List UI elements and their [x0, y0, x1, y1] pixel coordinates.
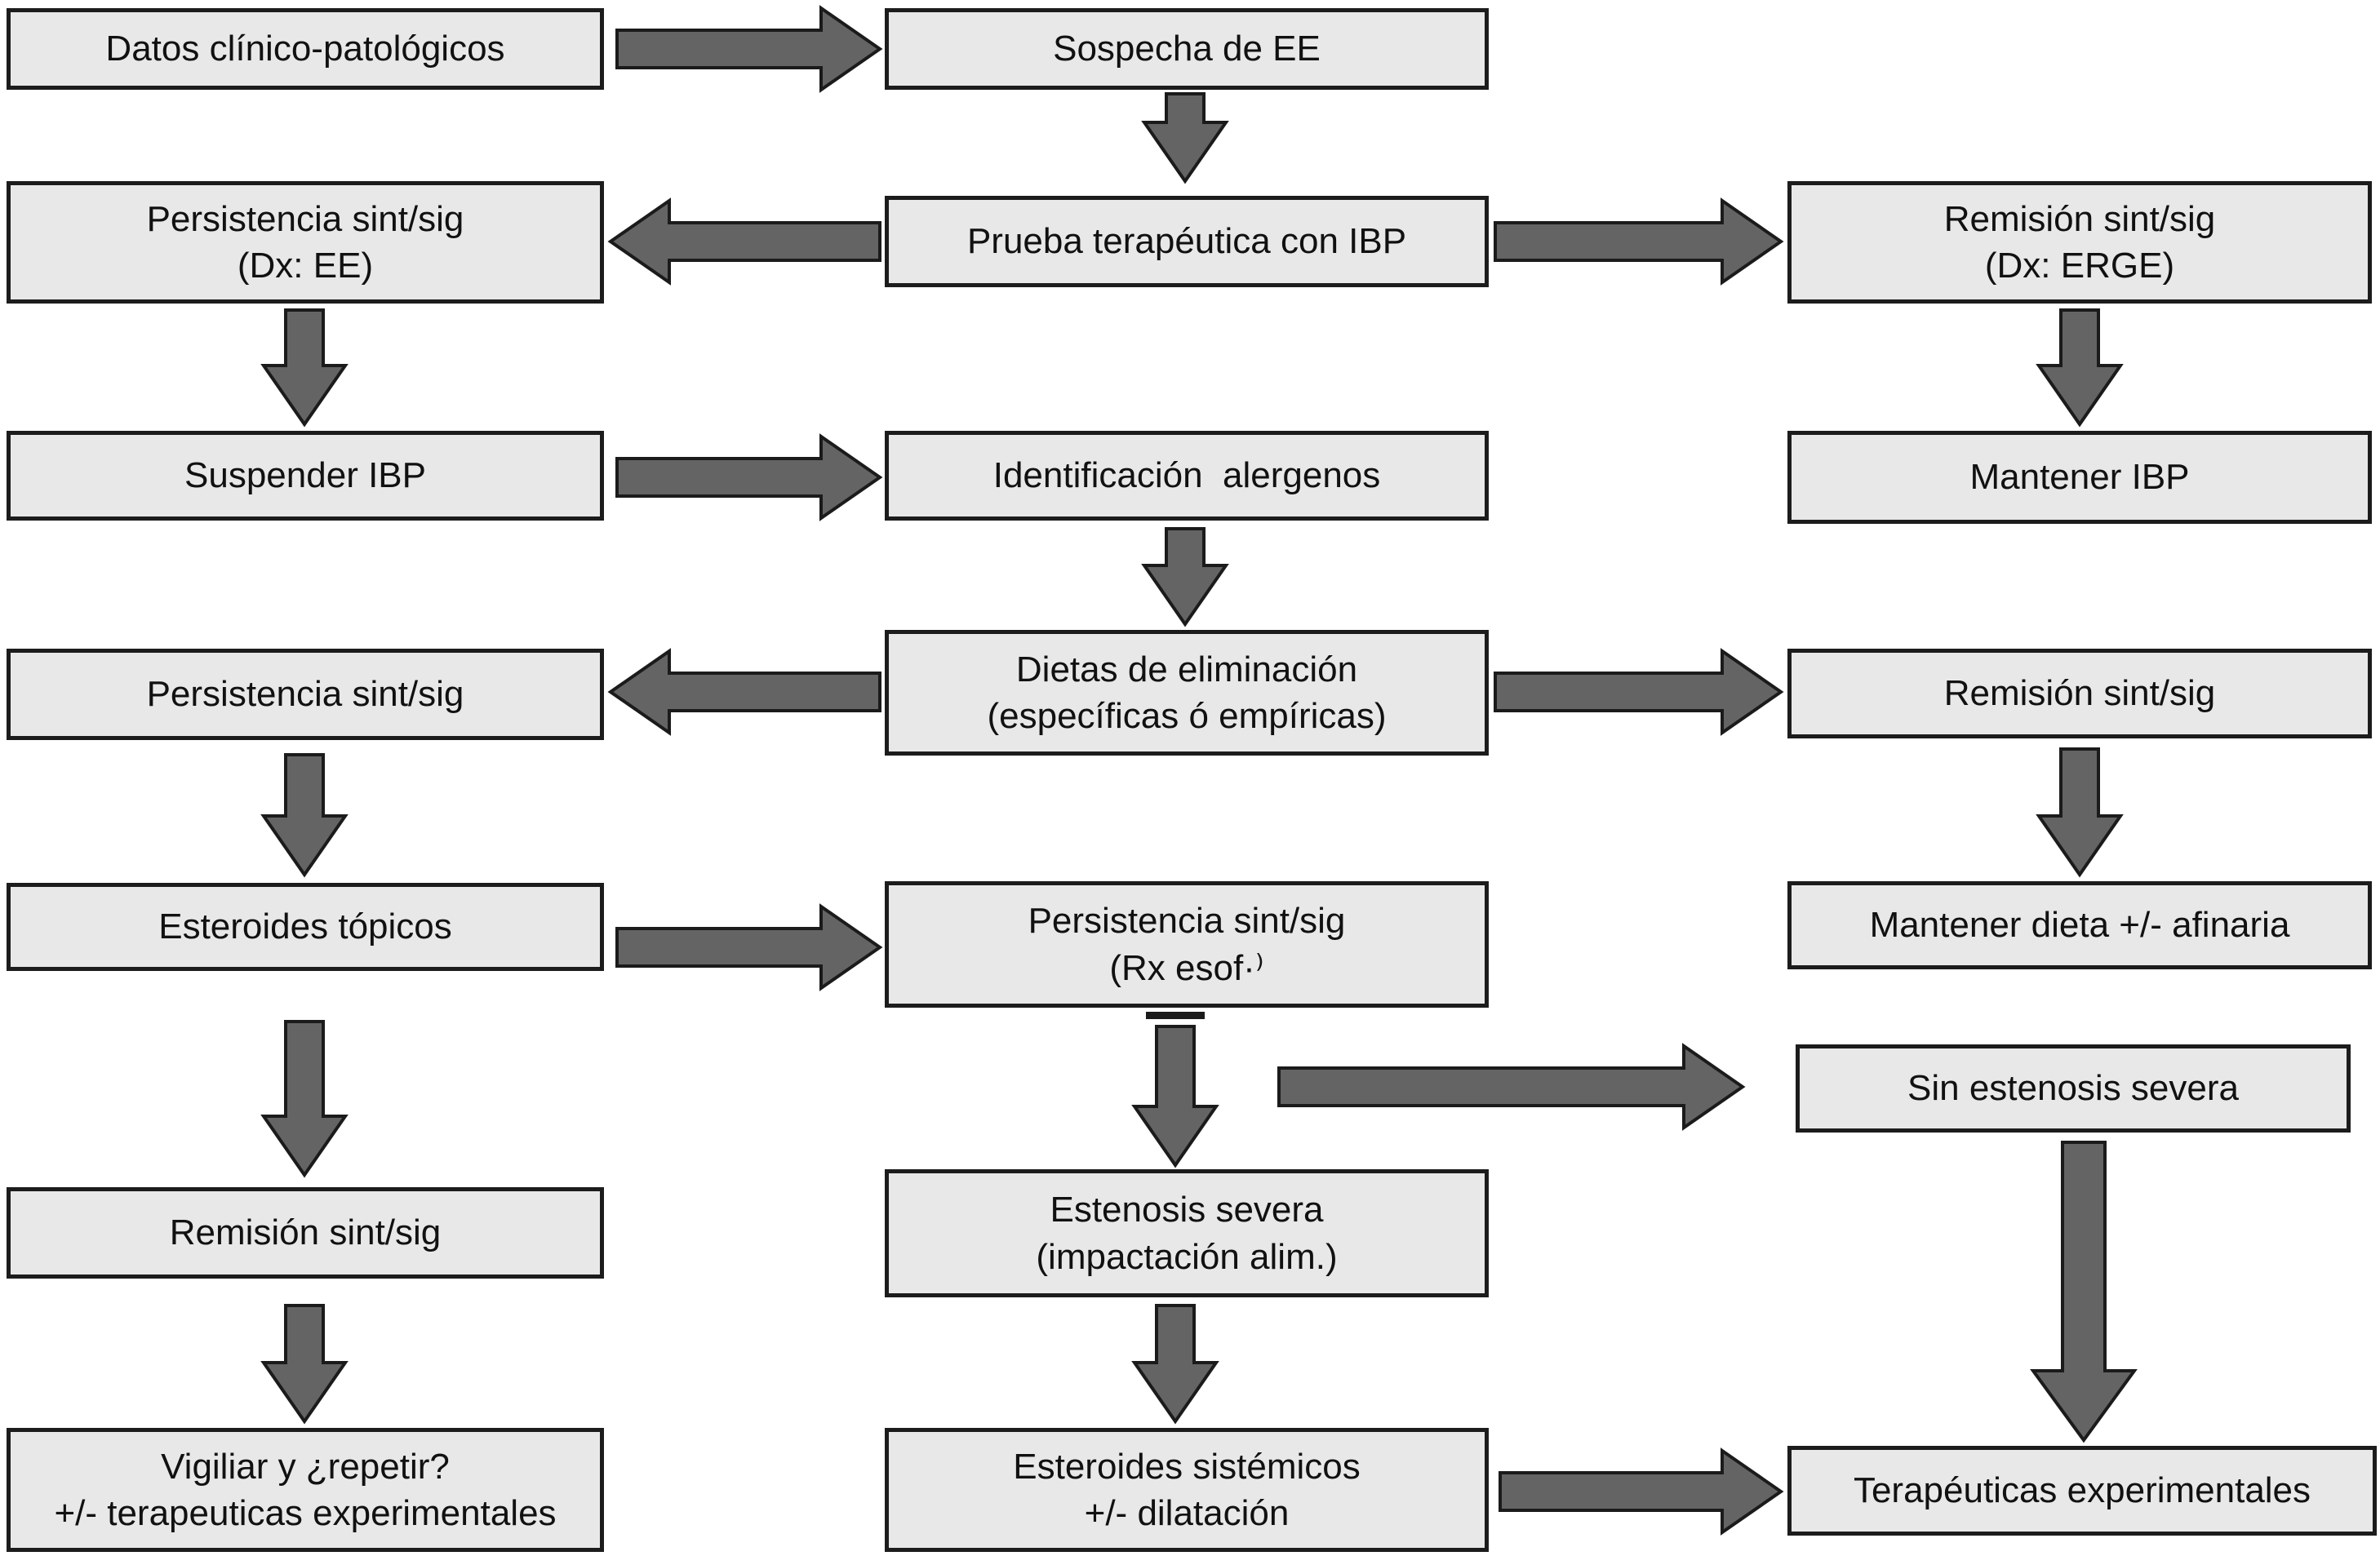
arrow-persistencia-dx-ee-to-suspender-ibp [260, 308, 349, 428]
arrow-datos-to-sospecha [615, 5, 883, 93]
arrow-prueba-ibp-to-persistencia-dx-ee [607, 197, 881, 286]
arrow-dietas-to-persistencia-2 [607, 648, 881, 736]
arrow-remision-dx-erge-to-mantener-ibp [2036, 308, 2124, 428]
node-estenosis-severa: Estenosis severa (impactación alim.) [885, 1169, 1489, 1297]
node-suspender-ibp: Suspender IBP [7, 431, 604, 521]
node-label: Esteroides sistémicos +/- dilatación [1013, 1446, 1361, 1533]
node-datos-clinico-patologicos: Datos clínico-patológicos [7, 8, 604, 90]
arrow-persistencia-2-to-esteroides-topicos [260, 753, 349, 878]
arrow-estenosis-severa-to-esteroides-sistemicos [1131, 1304, 1219, 1425]
node-label: Persistencia sint/sig (Dx: EE) [146, 198, 464, 286]
node-remision-sint-sig-3: Remisión sint/sig [7, 1187, 604, 1279]
node-label: Prueba terapéutica con IBP [966, 221, 1407, 262]
node-label: Remisión sint/sig [169, 1212, 442, 1253]
node-remision-dx-erge: Remisión sint/sig (Dx: ERGE) [1787, 181, 2372, 304]
node-esteroides-topicos: Esteroides tópicos [7, 883, 604, 971]
node-label: Datos clínico-patológicos [105, 29, 505, 69]
node-label: Persistencia sint/sig (Rx esof·⁾ [1028, 901, 1346, 988]
node-label: Dietas de eliminación (específicas ó emp… [987, 649, 1387, 736]
node-label: Estenosis severa (impactación alim.) [1036, 1190, 1338, 1277]
node-label: Mantener IBP [1969, 457, 2190, 498]
node-label: Sospecha de EE [1053, 29, 1321, 69]
arrow-esteroides-topicos-to-remision-3 [260, 1020, 349, 1178]
node-persistencia-dx-ee: Persistencia sint/sig (Dx: EE) [7, 181, 604, 304]
arrow-remision-2-to-mantener-dieta [2036, 747, 2124, 878]
arrow-esteroides-topicos-to-persistencia-rx [615, 903, 883, 991]
node-mantener-ibp: Mantener IBP [1787, 431, 2372, 524]
node-dietas-de-eliminacion: Dietas de eliminación (específicas ó emp… [885, 630, 1489, 756]
arrow-identificacion-to-dietas [1141, 527, 1229, 627]
node-vigiliar-y-repetir: Vigiliar y ¿repetir? +/- terapeuticas ex… [7, 1428, 604, 1552]
arrow-junction-bar [1146, 1012, 1205, 1019]
node-persistencia-sint-sig-2: Persistencia sint/sig [7, 649, 604, 740]
node-label: Suspender IBP [184, 455, 426, 496]
arrow-suspender-ibp-to-identificacion [615, 433, 883, 521]
node-label: Mantener dieta +/- afinaria [1869, 905, 2290, 946]
node-label: Persistencia sint/sig [146, 674, 464, 715]
node-label: Identificación alergenos [992, 455, 1381, 496]
arrow-persistencia-rx-to-estenosis-severa [1131, 1025, 1219, 1168]
node-label: Sin estenosis severa [1907, 1068, 2239, 1109]
arrow-sin-estenosis-to-terapeuticas [2030, 1141, 2138, 1443]
node-terapeuticas-experimentales: Terapéuticas experimentales [1787, 1446, 2377, 1536]
arrow-dietas-to-remision-2 [1494, 648, 1784, 736]
arrow-remision-3-to-vigiliar [260, 1304, 349, 1425]
node-label: Vigiliar y ¿repetir? +/- terapeuticas ex… [54, 1446, 557, 1533]
arrow-persistencia-rx-to-sin-estenosis [1277, 1043, 1746, 1131]
node-label: Remisión sint/sig [1943, 673, 2216, 714]
node-label: Remisión sint/sig (Dx: ERGE) [1943, 198, 2216, 286]
node-sin-estenosis-severa: Sin estenosis severa [1796, 1044, 2351, 1133]
arrow-esteroides-sistemicos-to-terapeuticas [1499, 1447, 1784, 1536]
node-sospecha-de-ee: Sospecha de EE [885, 8, 1489, 90]
arrow-prueba-ibp-to-remision-dx-erge [1494, 197, 1784, 286]
node-label: Esteroides tópicos [158, 907, 452, 947]
arrow-sospecha-to-prueba-ibp [1141, 92, 1229, 184]
node-remision-sint-sig-2: Remisión sint/sig [1787, 649, 2372, 738]
node-persistencia-rx-esof: Persistencia sint/sig (Rx esof·⁾ [885, 881, 1489, 1008]
node-identificacion-alergenos: Identificación alergenos [885, 431, 1489, 521]
node-label: Terapéuticas experimentales [1853, 1470, 2311, 1511]
node-mantener-dieta: Mantener dieta +/- afinaria [1787, 881, 2372, 969]
node-esteroides-sistemicos: Esteroides sistémicos +/- dilatación [885, 1428, 1489, 1552]
node-prueba-terapeutica-ibp: Prueba terapéutica con IBP [885, 196, 1489, 287]
